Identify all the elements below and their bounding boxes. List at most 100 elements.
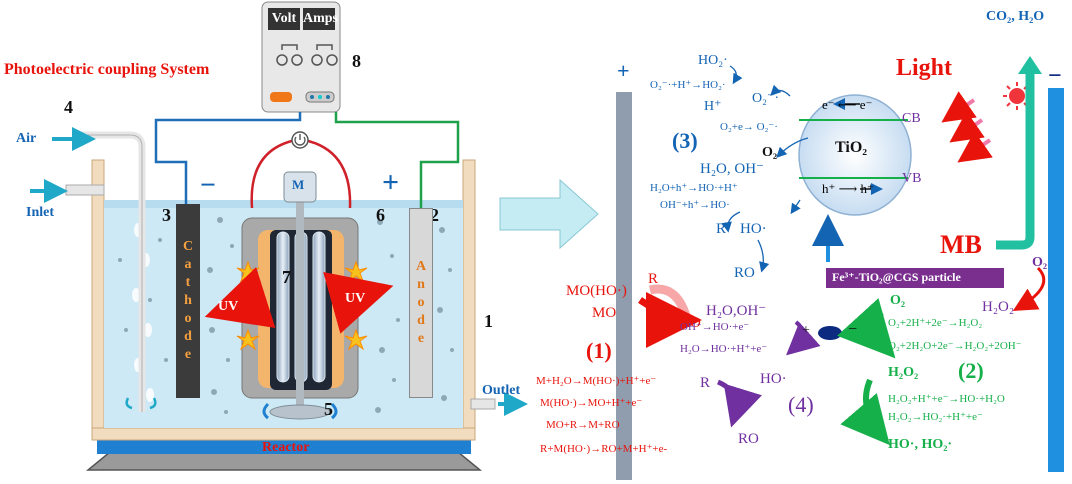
light-label: Light [896,55,953,81]
cathode-minus: − [1048,63,1062,89]
section2-arrow-2 [840,378,890,446]
cathode-letter: C [182,239,194,254]
s2-eq3: H₂O₂+H⁺+e⁻→HO·+H₂O [888,393,1005,405]
s4-plus: + [802,323,810,338]
cathode-electrode: C a t h o d e [176,204,200,398]
s3-ro: RO [734,265,755,281]
anode-plus-sign: + [382,166,400,199]
transition-arrow [499,178,599,250]
s4-eq1: OH⁻→HO·+e⁻ [680,321,750,333]
tank-bottom [91,427,476,441]
mb-label: MB [940,230,982,259]
s3-eq4: OH⁻+h⁺→HO· [660,199,730,211]
uv-label-right: UV [345,291,366,306]
s3-r: R [716,221,727,237]
air-label: Air [16,131,37,146]
label-2: 2 [430,205,439,225]
s2-eq4: H₂O₂→HO₂·+H⁺+e⁻ [888,411,983,423]
cathode-letter: t [185,275,191,290]
s2-products: HO·, HO₂· [888,437,953,452]
terminal-icons [276,44,338,66]
co2-h2o-label: CO₂, H₂O [986,9,1045,24]
tio2-particle [798,94,912,216]
s2-eq1: O₂+2H⁺+2e⁻→H₂O₂ [888,317,983,329]
s2-h2o2: H₂O₂ [888,365,919,380]
s3-eq2: O₂+e→ O₂⁻· [720,121,778,133]
cathode-letter: o [184,311,192,326]
anode-letter: d [417,313,425,328]
cathode-letter: h [184,293,192,308]
section1-red-arrow [638,291,702,348]
section4-label: (4) [788,392,814,417]
s2-o2: O₂ [890,293,906,308]
mb-product-arrow [996,72,1035,250]
s1-eq2: M(HO·)→MO+H⁺+e⁻ [540,397,643,409]
anode-electrode: A n o d e [409,208,433,398]
s4-h2o-oh: H₂O,OH⁻ [706,303,767,319]
anode-letter: e [417,331,425,346]
s4-eq2: H₂O→HO·+H⁺+e⁻ [680,343,768,355]
o2-label: O₂ [762,145,778,160]
cathode-letter: e [184,347,192,362]
section3-arrows [721,65,809,273]
anode-letter: n [417,277,425,292]
water-surface [104,200,463,208]
anode-letter: A [415,259,427,274]
power-loop-wire [250,138,352,209]
label-3: 3 [162,205,171,225]
mechanism-panel [616,56,1064,480]
electron-ellipse [818,326,842,340]
inlet-label: Inlet [26,205,54,220]
uv-lamp-3 [312,231,326,383]
cb-electrons: e⁻ ⟵ e⁻ [822,97,873,112]
section3-label: (3) [672,128,698,153]
s1-r: R [648,271,659,287]
s3-ho2: HO₂· [698,53,728,68]
s1-mo-ho: MO(HO·) [566,283,627,299]
s3-eq1: O₂⁻·+H⁺→HO₂· [650,79,726,91]
s3-h2o-oh: H₂O, OH⁻ [700,161,764,177]
section4-arrow [716,379,762,428]
reactor-heater-plate [97,438,471,454]
label-1: 1 [484,311,493,331]
s2-h2o2-right: H₂O₂ [982,299,1015,315]
outlet-pipe [470,398,496,410]
anode-plate [616,92,632,480]
section1-label: (1) [586,338,612,363]
light-rays [941,91,993,163]
anode-plus: + [617,58,630,83]
cathode-wire [154,112,302,204]
s3-ho: HO· [740,221,767,237]
s2-o2-right: O₂ [1032,255,1048,270]
s1-mo: MO [592,305,617,321]
s1-eq3: MO+R→M+RO [546,419,620,431]
s3-hplus: H⁺ [704,99,722,114]
stirrer-shaft [296,195,304,413]
label-7: 7 [282,267,291,287]
label-6: 6 [376,205,385,225]
cathode-letter: d [184,329,192,344]
bubble-return-arrows [125,397,157,410]
s1-eq4: R+M(HO·)→RO+M+H⁺+e- [540,443,668,455]
reactor-apparatus [30,1,528,471]
label-5: 5 [324,399,333,419]
cathode-letter: a [184,257,192,272]
label-8: 8 [352,51,361,71]
s2-eq2: O₂+2H₂O+2e⁻→H₂O₂+2OH⁻ [888,340,1022,352]
vb-label: VB [902,171,922,186]
cathode-minus-sign: − [200,170,216,201]
o2-return-arrow [1012,266,1046,312]
cb-label: CB [902,111,921,126]
s4-minus: − [848,321,858,338]
particle-label: Fe³⁺-TiO₂@CGS particle [832,270,961,284]
s3-o2minus: O₂⁻· [752,91,780,106]
s1-eq1: M+H₂O→M(HO·)+H⁺+e⁻ [536,375,657,387]
uv-right-arrow [323,272,394,334]
reactor-label: Reactor [262,440,310,455]
power-button [270,92,292,102]
tio2-label: TiO₂ [835,139,868,156]
section2-label: (2) [958,358,984,383]
uv-lamp-1 [276,231,290,383]
